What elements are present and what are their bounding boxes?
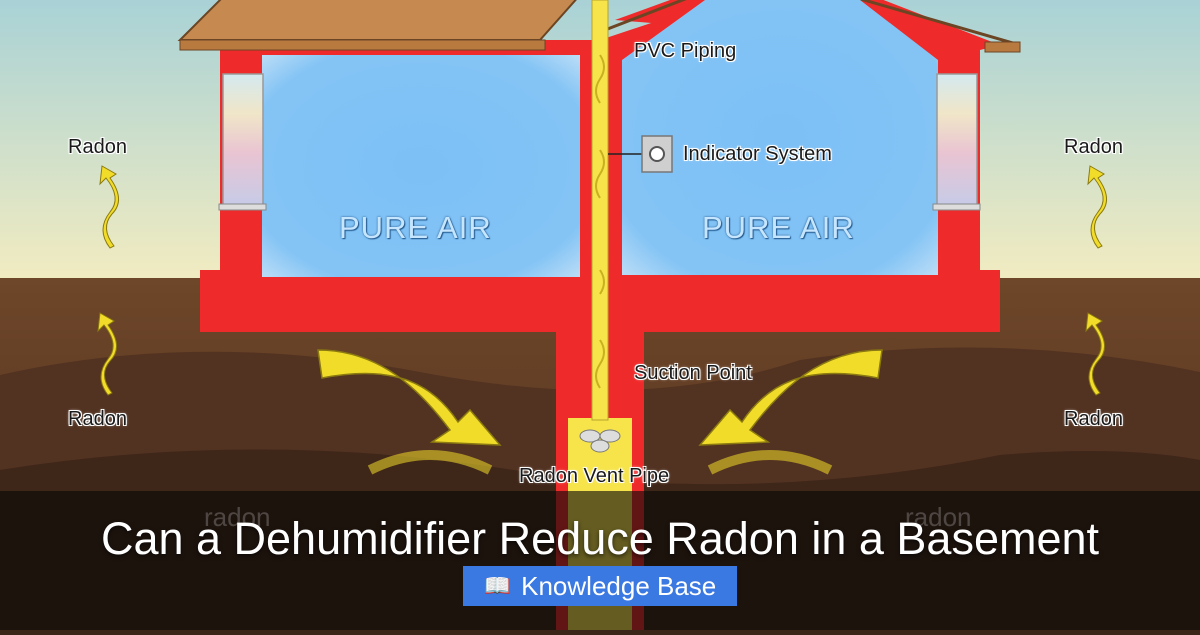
label-radon-bottom-left: Radon [68,408,127,430]
roof-right-fascia [984,41,1021,53]
badge-label: Knowledge Base [521,570,717,601]
suction-fan [579,429,621,453]
radon-arrow-bottom-right [1085,312,1105,396]
arrow-left-inflow [317,349,502,446]
label-radon-bottom-right: Radon [1064,408,1123,430]
label-radon-vent-pipe: Radon Vent Pipe [519,465,670,487]
label-pure-air-left: PURE AIR [339,210,492,245]
pvc-pipe [591,0,609,421]
radon-arrow-top-left [99,165,119,249]
page-title: Can a Dehumidifier Reduce Radon in a Bas… [100,513,1100,564]
radon-arrow-bottom-left [97,312,117,396]
room-right [622,0,938,275]
window-left [222,73,264,207]
label-pure-air-right: PURE AIR [702,210,855,245]
book-icon: 📖 [483,573,512,598]
label-radon-top-left: Radon [68,136,127,158]
label-radon-top-right: Radon [1064,136,1123,158]
title-banner [0,491,1200,630]
roof-right-edge [604,0,1021,47]
ghost-label-left: radon [204,502,271,532]
radon-arrow-top-right [1087,165,1107,249]
roof [177,0,577,41]
arrow-right-inflow [698,349,883,446]
room-left [262,55,580,277]
label-indicator-system: Indicator System [683,143,832,165]
roof-fascia [179,39,546,51]
label-suction-point: Suction Point [634,362,752,384]
knowledge-base-badge[interactable]: 📖 Knowledge Base [463,566,737,606]
ghost-label-right: radon [905,502,972,532]
label-pvc-piping: PVC Piping [634,40,737,62]
window-right [936,73,978,207]
